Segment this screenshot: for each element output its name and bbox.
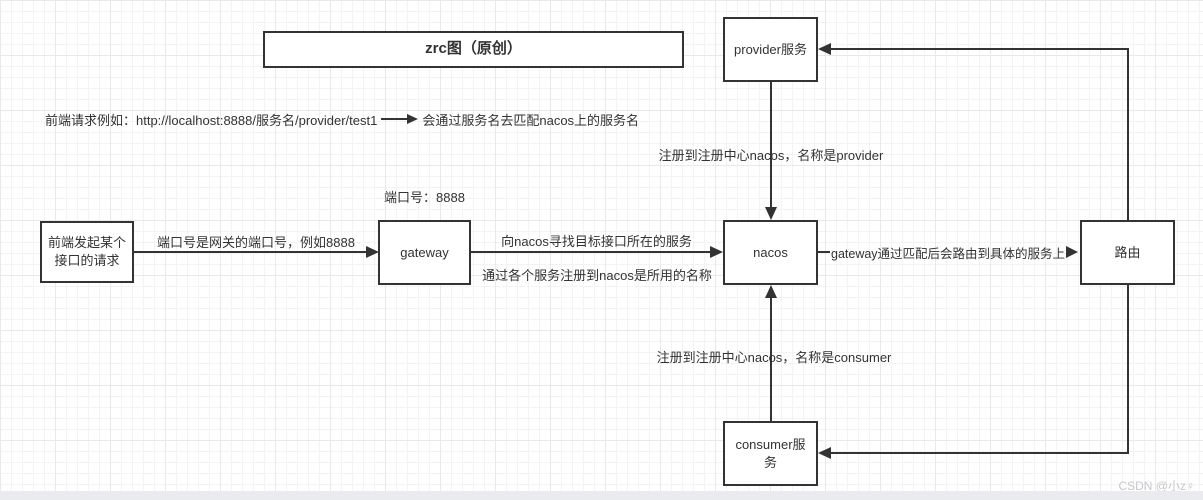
- route-provider-vline: [1127, 49, 1129, 220]
- node-consumer: consumer服务: [723, 421, 818, 486]
- arrow-nacos-route-head: [1066, 246, 1079, 258]
- bottom-strip: [0, 491, 1203, 500]
- url-note-text: 会通过服务名去匹配nacos上的服务名: [422, 112, 640, 128]
- route-provider-hline: [830, 48, 1129, 50]
- diagram-title: zrc图（原创）: [425, 40, 522, 58]
- node-route-label: 路由: [1114, 244, 1141, 260]
- node-nacos-label: nacos: [753, 244, 788, 260]
- arrow-provider-nacos-line: [770, 82, 772, 208]
- url-example-row: 前端请求例如：http://localhost:8888/服务名/provide…: [45, 110, 639, 128]
- arrow-nacos-route: gateway通过匹配后会路由到具体的服务上: [818, 244, 1080, 261]
- register-provider-label: 注册到注册中心nacos，名称是provider: [658, 148, 884, 163]
- arrow-gateway-nacos-line: [471, 251, 711, 253]
- title-box: zrc图（原创）: [263, 31, 684, 68]
- arrow-gateway-nacos-label-bottom: 通过各个服务注册到nacos是所用的名称: [482, 268, 712, 283]
- arrow-consumer-nacos-line: [770, 297, 772, 421]
- node-gateway: gateway: [378, 220, 471, 285]
- url-arrow-head: [407, 114, 419, 124]
- node-frontend: 前端发起某个接口的请求: [40, 221, 134, 283]
- arrow-front-gateway-label: 端口号是网关的端口号，例如8888: [157, 235, 355, 250]
- node-consumer-label: consumer服务: [735, 436, 806, 470]
- arrow-provider-nacos-head: [765, 207, 777, 220]
- node-provider-label: provider服务: [734, 41, 807, 57]
- route-consumer-head: [818, 447, 831, 459]
- port-label: 端口号：8888: [384, 190, 465, 205]
- arrow-nacos-route-shaft: [818, 251, 830, 253]
- register-consumer-label: 注册到注册中心nacos，名称是consumer: [656, 350, 892, 365]
- node-route: 路由: [1080, 220, 1175, 285]
- url-example-text: 前端请求例如：http://localhost:8888/服务名/provide…: [45, 112, 378, 128]
- arrow-gateway-nacos-head: [710, 246, 723, 258]
- arrow-nacos-route-label: gateway通过匹配后会路由到具体的服务上: [831, 246, 1066, 261]
- url-arrow-shaft: [381, 118, 408, 120]
- arrow-front-gateway-head: [366, 246, 379, 258]
- node-frontend-label: 前端发起某个接口的请求: [47, 235, 126, 268]
- route-consumer-vline: [1127, 285, 1129, 454]
- arrow-consumer-nacos-head: [765, 285, 777, 298]
- node-gateway-label: gateway: [400, 244, 449, 260]
- url-arrow-icon: [381, 114, 419, 124]
- node-nacos: nacos: [723, 220, 818, 285]
- arrow-gateway-nacos-label-top: 向nacos寻找目标接口所在的服务: [501, 234, 692, 249]
- route-provider-head: [818, 43, 831, 55]
- arrow-front-gateway-line: [134, 251, 368, 253]
- route-consumer-hline: [830, 452, 1129, 454]
- node-provider: provider服务: [723, 17, 818, 82]
- csdn-watermark: CSDN @小z♀: [1118, 479, 1195, 493]
